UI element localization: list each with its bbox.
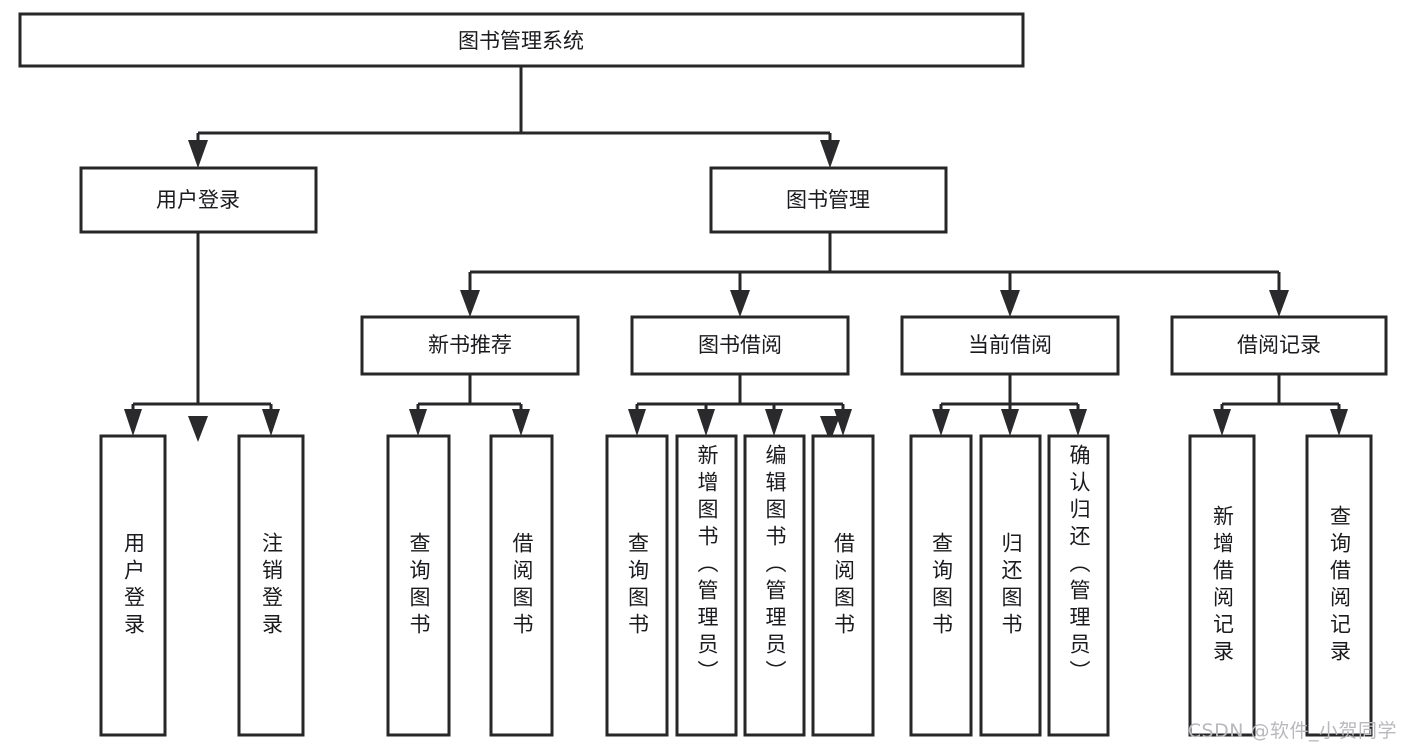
node-new-book-rec-label: 新书推荐 [428, 333, 512, 357]
node-book-borrow-box[interactable] [630, 315, 850, 376]
arrowhead-to-new-book-rec [460, 290, 480, 317]
node-leaf-query-record-box[interactable] [1305, 434, 1373, 737]
node-leaf-borrow-book-2-box[interactable] [811, 434, 875, 737]
node-new-book-rec[interactable]: 新书推荐 [360, 315, 580, 376]
node-leaf-add-record-box[interactable] [1188, 434, 1256, 737]
arrowhead-level3 [460, 290, 1289, 317]
arrowhead-leaf-add-record [1213, 409, 1231, 436]
arrowhead-leaf-return-book [1001, 409, 1019, 436]
arrowhead-to-book-borrow [730, 290, 750, 317]
arrowhead-leaf-query-book-2 [628, 409, 646, 436]
node-current-borrow-label: 当前借阅 [968, 333, 1052, 357]
arrowhead-to-borrow-record [1269, 290, 1289, 317]
node-leaf-query-book-3-box[interactable] [909, 434, 973, 737]
node-leaf-logout-box[interactable] [237, 434, 305, 737]
node-book-borrow[interactable]: 图书借阅 [630, 315, 850, 376]
arrowhead-to-user-login [188, 140, 208, 168]
arrowhead-leaf-borrow-book-1 [512, 409, 530, 436]
arrowhead-user-login [188, 416, 208, 442]
arrowhead-book-manage [820, 416, 840, 442]
node-leaf-add-book-box[interactable] [675, 434, 738, 737]
node-leaf-borrow-book-1-box[interactable] [489, 434, 554, 737]
node-current-borrow-box[interactable] [900, 315, 1120, 376]
node-user-login[interactable]: 用户登录 [79, 166, 318, 234]
arrowhead-group [188, 416, 840, 442]
node-new-book-rec-box[interactable] [360, 315, 580, 376]
arrowhead-leaf-add-book [697, 409, 715, 436]
node-root-label: 图书管理系统 [458, 29, 584, 53]
arrowhead-leaves [124, 409, 1348, 436]
node-borrow-record-box[interactable] [1170, 315, 1388, 376]
arrowhead-leaf-borrow-book-2 [834, 409, 852, 436]
node-user-login-label: 用户登录 [156, 188, 240, 212]
node-leaf-user-login-box[interactable] [99, 434, 167, 737]
node-book-manage[interactable]: 图书管理 [709, 166, 948, 234]
node-root[interactable]: 图书管理系统 [18, 12, 1025, 68]
arrowhead-leaf-query-record [1330, 409, 1348, 436]
node-book-manage-label: 图书管理 [786, 188, 870, 212]
node-leaf-query-book-2-box[interactable] [605, 434, 669, 737]
arrowhead-level2 [188, 140, 840, 168]
leaf-box-group [99, 434, 1373, 737]
arrowhead-leaf-confirm-return [1069, 409, 1087, 436]
arrowhead-to-book-manage [820, 140, 840, 168]
node-borrow-record[interactable]: 借阅记录 [1170, 315, 1388, 376]
node-root-box[interactable] [18, 12, 1025, 68]
node-leaf-confirm-return-box[interactable] [1047, 434, 1110, 737]
node-borrow-record-label: 借阅记录 [1237, 333, 1321, 357]
watermark-label: CSDN @软件_小贺同学 [1187, 720, 1397, 742]
node-leaf-query-book-1-box[interactable] [386, 434, 451, 737]
arrowhead-leaf-user-login [124, 409, 142, 436]
arrowhead-leaf-query-book-1 [409, 409, 427, 436]
arrowhead-leaf-query-book-3 [932, 409, 950, 436]
node-book-manage-box[interactable] [709, 166, 948, 234]
node-leaf-edit-book-box[interactable] [743, 434, 806, 737]
arrowhead-leaf-edit-book [765, 409, 783, 436]
node-current-borrow[interactable]: 当前借阅 [900, 315, 1120, 376]
node-leaf-return-book-box[interactable] [979, 434, 1042, 737]
node-book-borrow-label: 图书借阅 [698, 333, 782, 357]
arrowhead-leaf-logout [262, 409, 280, 436]
node-user-login-box[interactable] [79, 166, 318, 234]
arrowhead-to-current-borrow [1000, 290, 1020, 317]
